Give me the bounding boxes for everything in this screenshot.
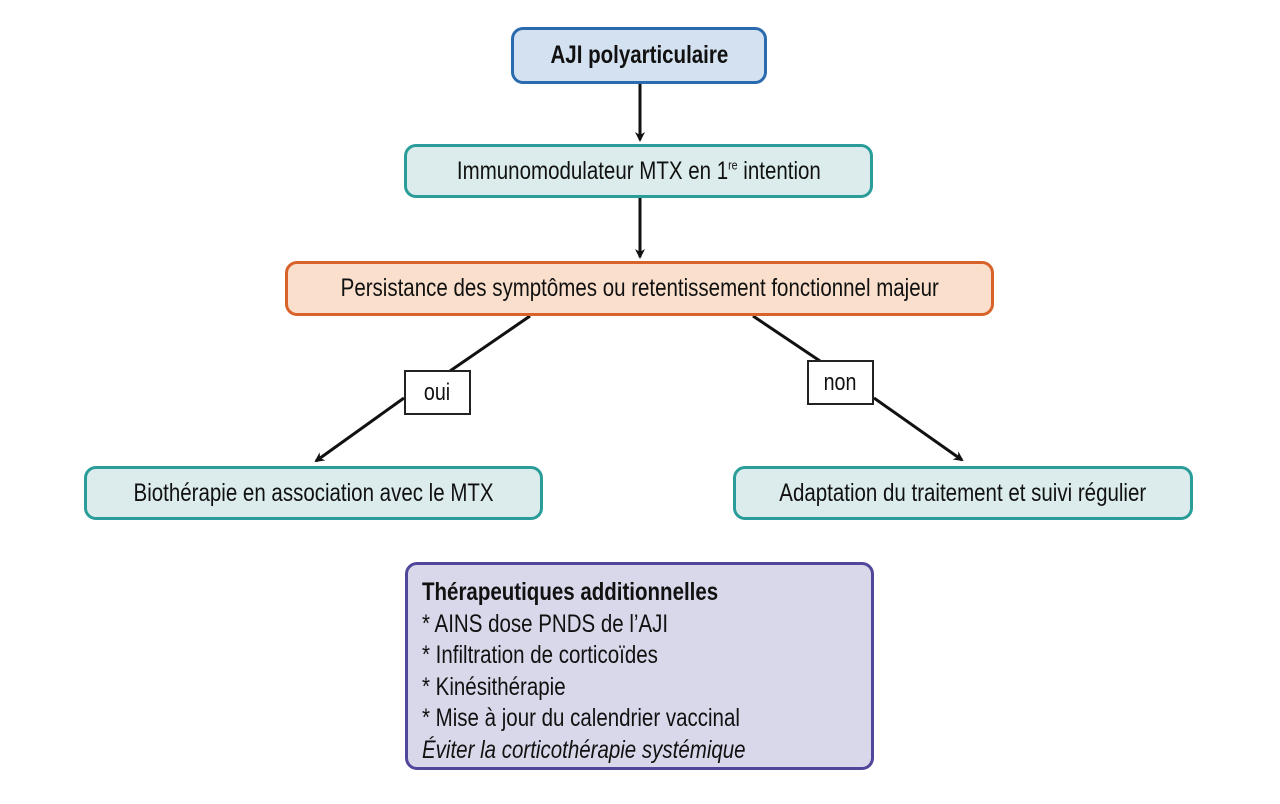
node-mtx-first-line: Immunomodulateur MTX en 1re intention [404, 144, 873, 198]
edge-label-no: non [807, 360, 874, 405]
label-superscript: re [727, 157, 738, 173]
label-part: intention [737, 156, 821, 185]
additional-therapies-box: Thérapeutiques additionnelles * AINS dos… [405, 562, 874, 770]
edge-label-text: oui [424, 378, 451, 406]
additional-item: * Infiltration de corticoïdes [422, 641, 658, 669]
node-label: Biothérapie en association avec le MTX [133, 478, 494, 507]
additional-item: * Mise à jour du calendrier vaccinal [422, 704, 740, 732]
arrow-oui-to-bio [314, 396, 405, 463]
additional-note: Éviter la corticothérapie systémique [422, 735, 746, 764]
node-treatment-adaptation: Adaptation du traitement et suivi réguli… [733, 466, 1193, 520]
arrow-persist-to-non [752, 314, 821, 363]
node-biotherapy: Biothérapie en association avec le MTX [84, 466, 543, 520]
arrow-persist-to-oui [449, 314, 531, 373]
node-persistence-decision: Persistance des symptômes ou retentissem… [285, 261, 994, 316]
arrow-non-to-adapt [873, 396, 964, 462]
edge-label-text: non [824, 368, 857, 396]
edge-label-yes: oui [404, 370, 471, 415]
node-label: Adaptation du traitement et suivi réguli… [779, 478, 1147, 507]
node-label: Persistance des symptômes ou retentissem… [340, 274, 939, 302]
additional-item: * AINS dose PNDS de l’AJI [422, 609, 669, 638]
label-part: Immunomodulateur MTX en 1 [456, 156, 728, 185]
node-label: AJI polyarticulaire [550, 41, 728, 69]
node-label: Immunomodulateur MTX en 1re intention [457, 157, 821, 186]
additional-item: * Kinésithérapie [422, 672, 566, 701]
additional-therapies-title: Thérapeutiques additionnelles [422, 578, 719, 606]
node-aji-polyarticulaire: AJI polyarticulaire [511, 27, 767, 84]
